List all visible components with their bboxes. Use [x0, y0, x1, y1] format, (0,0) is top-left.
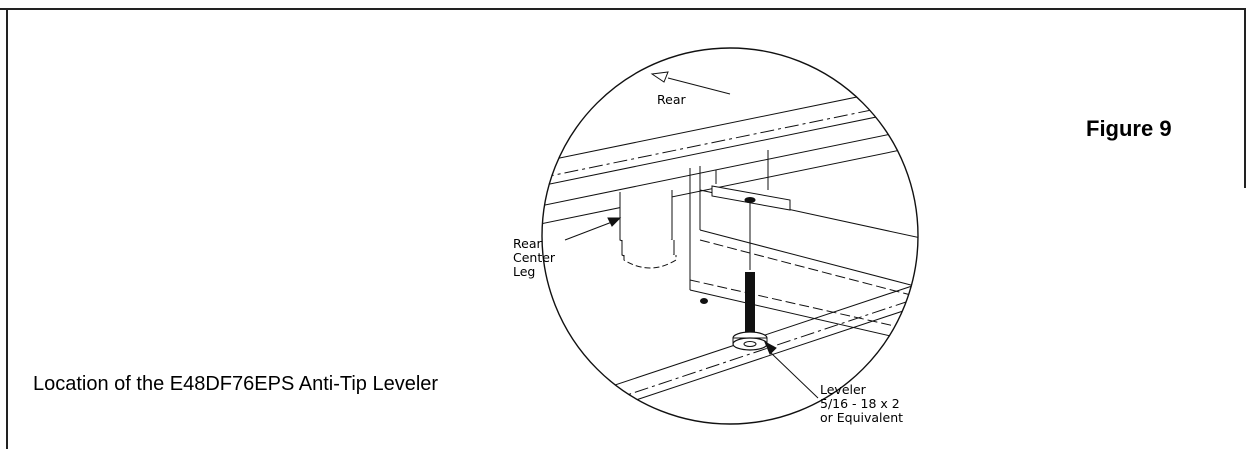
- rear-direction-label: Rear: [657, 92, 686, 107]
- top-border-rule: [0, 8, 1246, 10]
- rear-center-leg-label-3: Leg: [513, 264, 535, 279]
- figure-caption: Location of the E48DF76EPS Anti-Tip Leve…: [33, 373, 439, 395]
- detail-circle: [541, 47, 919, 425]
- callout-leaders: [564, 217, 819, 399]
- rear-center-leg-label-2: Center: [513, 250, 556, 265]
- leveler-label-2: 5/16 - 18 x 2: [820, 396, 900, 411]
- leveler-bolt: [732, 272, 768, 351]
- rear-direction-arrow: [650, 71, 731, 95]
- left-border-rule: [6, 8, 8, 449]
- rear-center-leg-label-1: Rear: [513, 236, 542, 251]
- rear-center-leg: [619, 190, 677, 269]
- nut-icon: [700, 298, 708, 304]
- leveler-label-1: Leveler: [820, 382, 867, 397]
- figure-label: Figure 9: [1086, 116, 1172, 141]
- leveler-label-3: or Equivalent: [820, 410, 903, 425]
- right-border-rule: [1244, 8, 1246, 188]
